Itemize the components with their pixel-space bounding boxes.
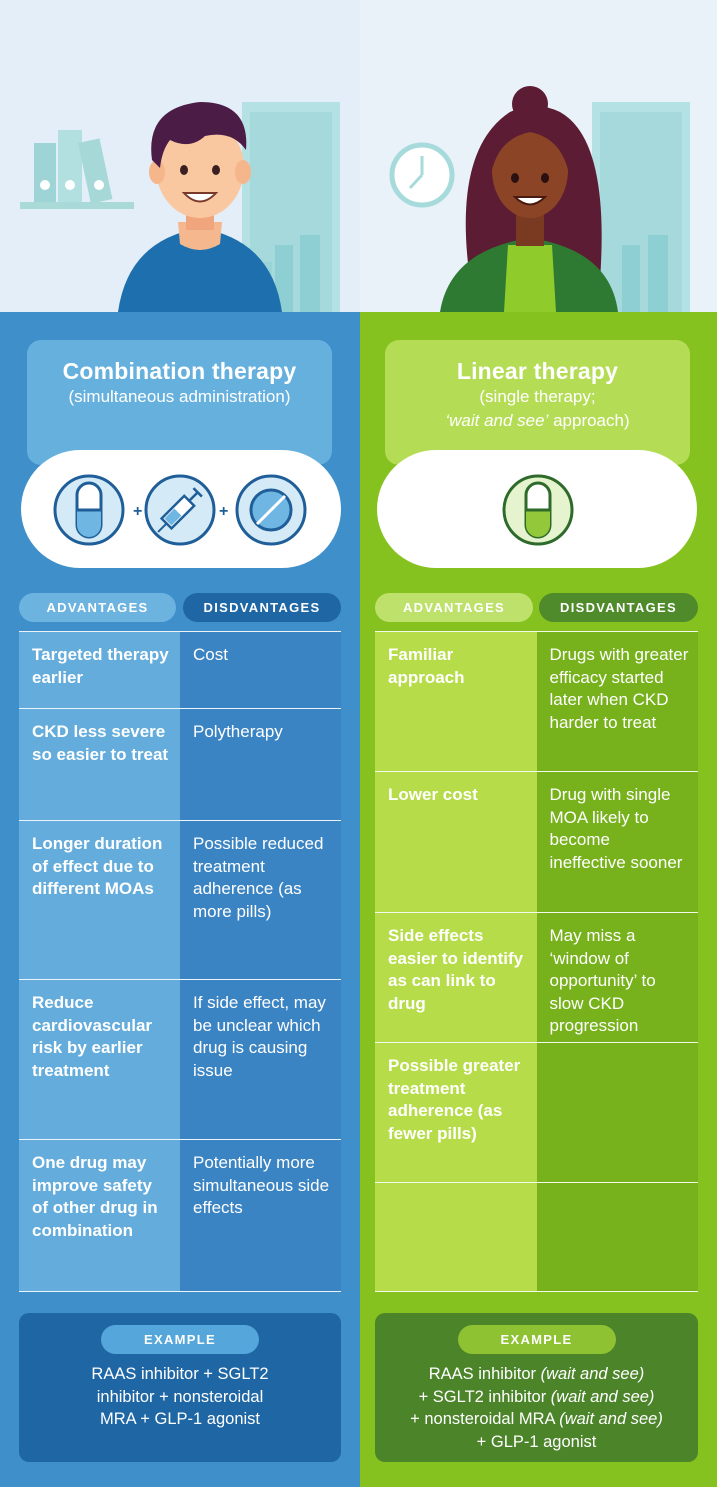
linear-example-box: EXAMPLE RAAS inhibitor (wait and see) + … (375, 1313, 698, 1462)
example-line: inhibitor + nonsteroidal (96, 1387, 264, 1406)
disadvantage-cell: If side effect, may be unclear which dru… (180, 980, 341, 1139)
linear-disadvantages-header: DISDVANTAGES (539, 593, 698, 622)
tablet-icon (235, 474, 307, 546)
combination-title-box: Combination therapy (simultaneous admini… (27, 340, 332, 465)
linear-example-text: RAAS inhibitor (wait and see) + SGLT2 in… (375, 1363, 698, 1453)
table-row: Reduce cardiovascular risk by earlier tr… (19, 980, 341, 1140)
table-row: One drug may improve safety of other dru… (19, 1140, 341, 1292)
advantage-cell: One drug may improve safety of other dru… (19, 1140, 180, 1291)
advantage-cell: Longer duration of effect due to differe… (19, 821, 180, 979)
linear-subtitle-line2: ‘wait and see’ approach) (385, 409, 690, 433)
combination-illustration (0, 0, 360, 312)
advantage-cell: Lower cost (375, 772, 537, 912)
advantage-cell (375, 1183, 537, 1291)
combination-table: Targeted therapy earlier Cost CKD less s… (19, 631, 341, 1292)
example-drug: RAAS inhibitor (428, 1365, 541, 1383)
combination-title: Combination therapy (62, 358, 297, 384)
example-note: (wait and see) (540, 1365, 645, 1383)
table-row (375, 1183, 698, 1292)
combination-advantages-header: ADVANTAGES (19, 593, 176, 622)
woman-illustration (389, 86, 690, 312)
example-line: RAAS inhibitor + SGLT2 (91, 1365, 269, 1383)
table-row: Possible greater treatment adherence (as… (375, 1043, 698, 1183)
linear-table: Familiar approach Drugs with greater eff… (375, 631, 698, 1292)
disadvantage-cell: Potentially more simultaneous side effec… (180, 1140, 341, 1291)
advantage-cell: Targeted therapy earlier (19, 632, 180, 708)
table-row: Familiar approach Drugs with greater eff… (375, 632, 698, 772)
linear-title: Linear therapy (456, 358, 619, 384)
combination-subtitle: (simultaneous administration) (68, 387, 291, 406)
disadvantage-cell: Cost (180, 632, 341, 708)
linear-subtitle-line1: (single therapy; (479, 387, 596, 406)
combination-drug-icons: + + (21, 450, 341, 568)
syringe-icon (144, 474, 216, 546)
capsule-icon (53, 474, 125, 546)
table-row: Lower cost Drug with single MOA likely t… (375, 772, 698, 913)
example-note: (wait and see) (559, 1410, 663, 1428)
example-line: + GLP-1 agonist (476, 1432, 597, 1451)
combination-example-text: RAAS inhibitor + SGLT2 inhibitor + nonst… (19, 1363, 341, 1431)
linear-illustration (360, 0, 717, 312)
linear-advantages-header: ADVANTAGES (375, 593, 533, 622)
disadvantage-cell (536, 1183, 698, 1291)
example-line: + nonsteroidal MRA (wait and see) (383, 1408, 690, 1431)
capsule-icon (502, 474, 574, 546)
linear-drug-icons (377, 450, 697, 568)
example-note: (wait and see) (550, 1387, 655, 1406)
plus-sign-2: + (219, 503, 228, 520)
disadvantage-cell: Possible reduced treatment adherence (as… (180, 821, 341, 979)
example-drug: + nonsteroidal MRA (410, 1410, 560, 1428)
plus-sign-1: + (133, 503, 142, 520)
example-line: + SGLT2 inhibitor (wait and see) (383, 1386, 690, 1409)
linear-title-box: Linear therapy (single therapy; ‘wait an… (385, 340, 690, 465)
advantage-cell: Reduce cardiovascular risk by earlier tr… (19, 980, 180, 1139)
combination-disadvantages-header: DISDVANTAGES (183, 593, 341, 622)
table-row: Longer duration of effect due to differe… (19, 821, 341, 980)
disadvantage-cell: Drugs with greater efficacy started late… (536, 632, 698, 771)
linear-subtitle-italic: ‘wait and see’ (445, 411, 549, 430)
advantage-cell: Familiar approach (375, 632, 537, 771)
linear-subtitle-rest: approach) (548, 411, 630, 430)
advantage-cell: Possible greater treatment adherence (as… (375, 1043, 537, 1182)
table-row: Side effects easier to identify as can l… (375, 913, 698, 1043)
example-line: MRA + GLP-1 agonist (99, 1410, 261, 1428)
example-drug: + SGLT2 inhibitor (418, 1387, 551, 1406)
linear-example-label: EXAMPLE (457, 1325, 616, 1354)
example-line: RAAS inhibitor (wait and see) (383, 1363, 690, 1386)
disadvantage-cell: May miss a ‘window of opportunity’ to sl… (536, 913, 698, 1042)
combination-example-label: EXAMPLE (101, 1325, 259, 1354)
combination-example-box: EXAMPLE RAAS inhibitor + SGLT2 inhibitor… (19, 1313, 341, 1462)
disadvantage-cell: Polytherapy (180, 709, 341, 820)
table-row: Targeted therapy earlier Cost (19, 632, 341, 709)
advantage-cell: CKD less severe so easier to treat (19, 709, 180, 820)
advantage-cell: Side effects easier to identify as can l… (375, 913, 537, 1042)
disadvantage-cell (536, 1043, 698, 1182)
disadvantage-cell: Drug with single MOA likely to become in… (536, 772, 698, 912)
table-row: CKD less severe so easier to treat Polyt… (19, 709, 341, 821)
man-illustration (20, 102, 340, 312)
